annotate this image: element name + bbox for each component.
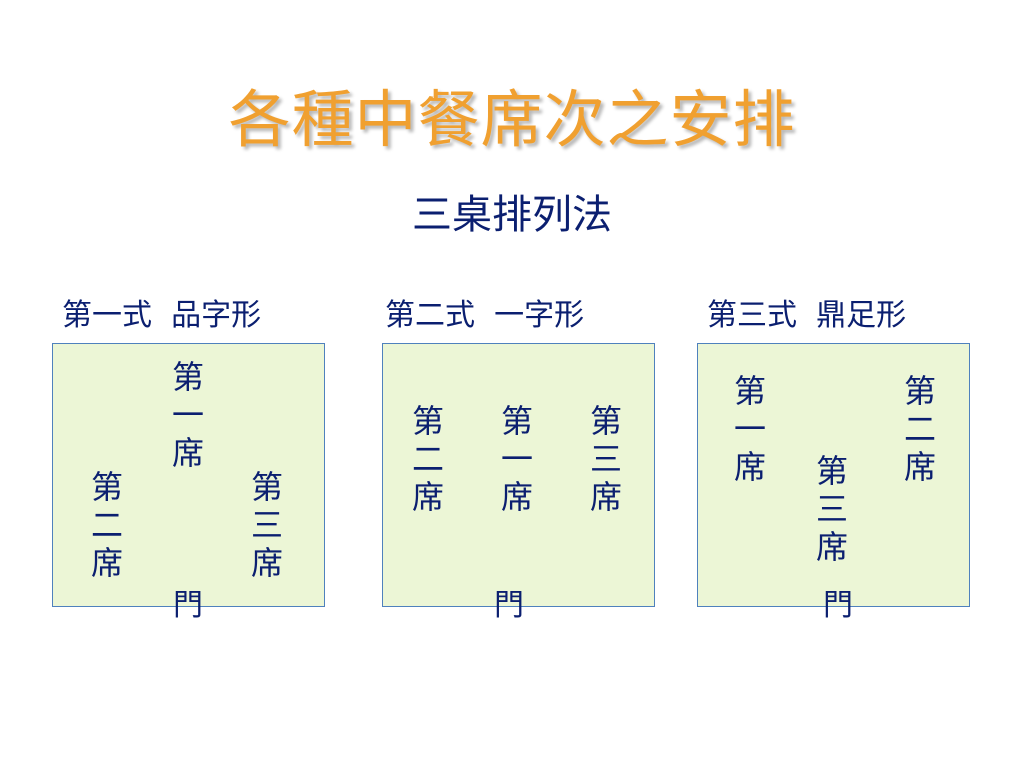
style-1-door: 門 bbox=[173, 588, 203, 623]
style-3-diagram: 第一席 第二席 第三席 門 bbox=[697, 343, 970, 623]
style-2-seat-left: 第二席 bbox=[411, 402, 444, 516]
style-1-seat-left: 第二席 bbox=[90, 468, 123, 582]
style-2-seat-center: 第一席 bbox=[500, 402, 533, 516]
style-3-seat-left: 第一席 bbox=[733, 372, 766, 486]
style-2-diagram: 第二席 第一席 第三席 門 bbox=[382, 343, 655, 623]
style-1-seat-top: 第一席 bbox=[171, 358, 204, 472]
style-3-label: 第三式 鼎足形 bbox=[707, 298, 907, 333]
style-3-seat-center: 第三席 bbox=[815, 452, 848, 566]
style-2-seat-right: 第三席 bbox=[589, 402, 622, 516]
style-3-seat-right: 第二席 bbox=[903, 372, 936, 486]
style-2-label: 第二式 一字形 bbox=[385, 298, 585, 333]
style-1-label: 第一式 品字形 bbox=[62, 298, 262, 333]
page-title: 各種中餐席次之安排 bbox=[228, 83, 796, 156]
style-1-diagram: 第一席 第二席 第三席 門 bbox=[52, 343, 325, 623]
page-subtitle: 三桌排列法 bbox=[412, 192, 612, 238]
style-3-door: 門 bbox=[823, 588, 853, 623]
style-2-door: 門 bbox=[494, 588, 524, 623]
style-1-seat-right: 第三席 bbox=[250, 468, 283, 582]
